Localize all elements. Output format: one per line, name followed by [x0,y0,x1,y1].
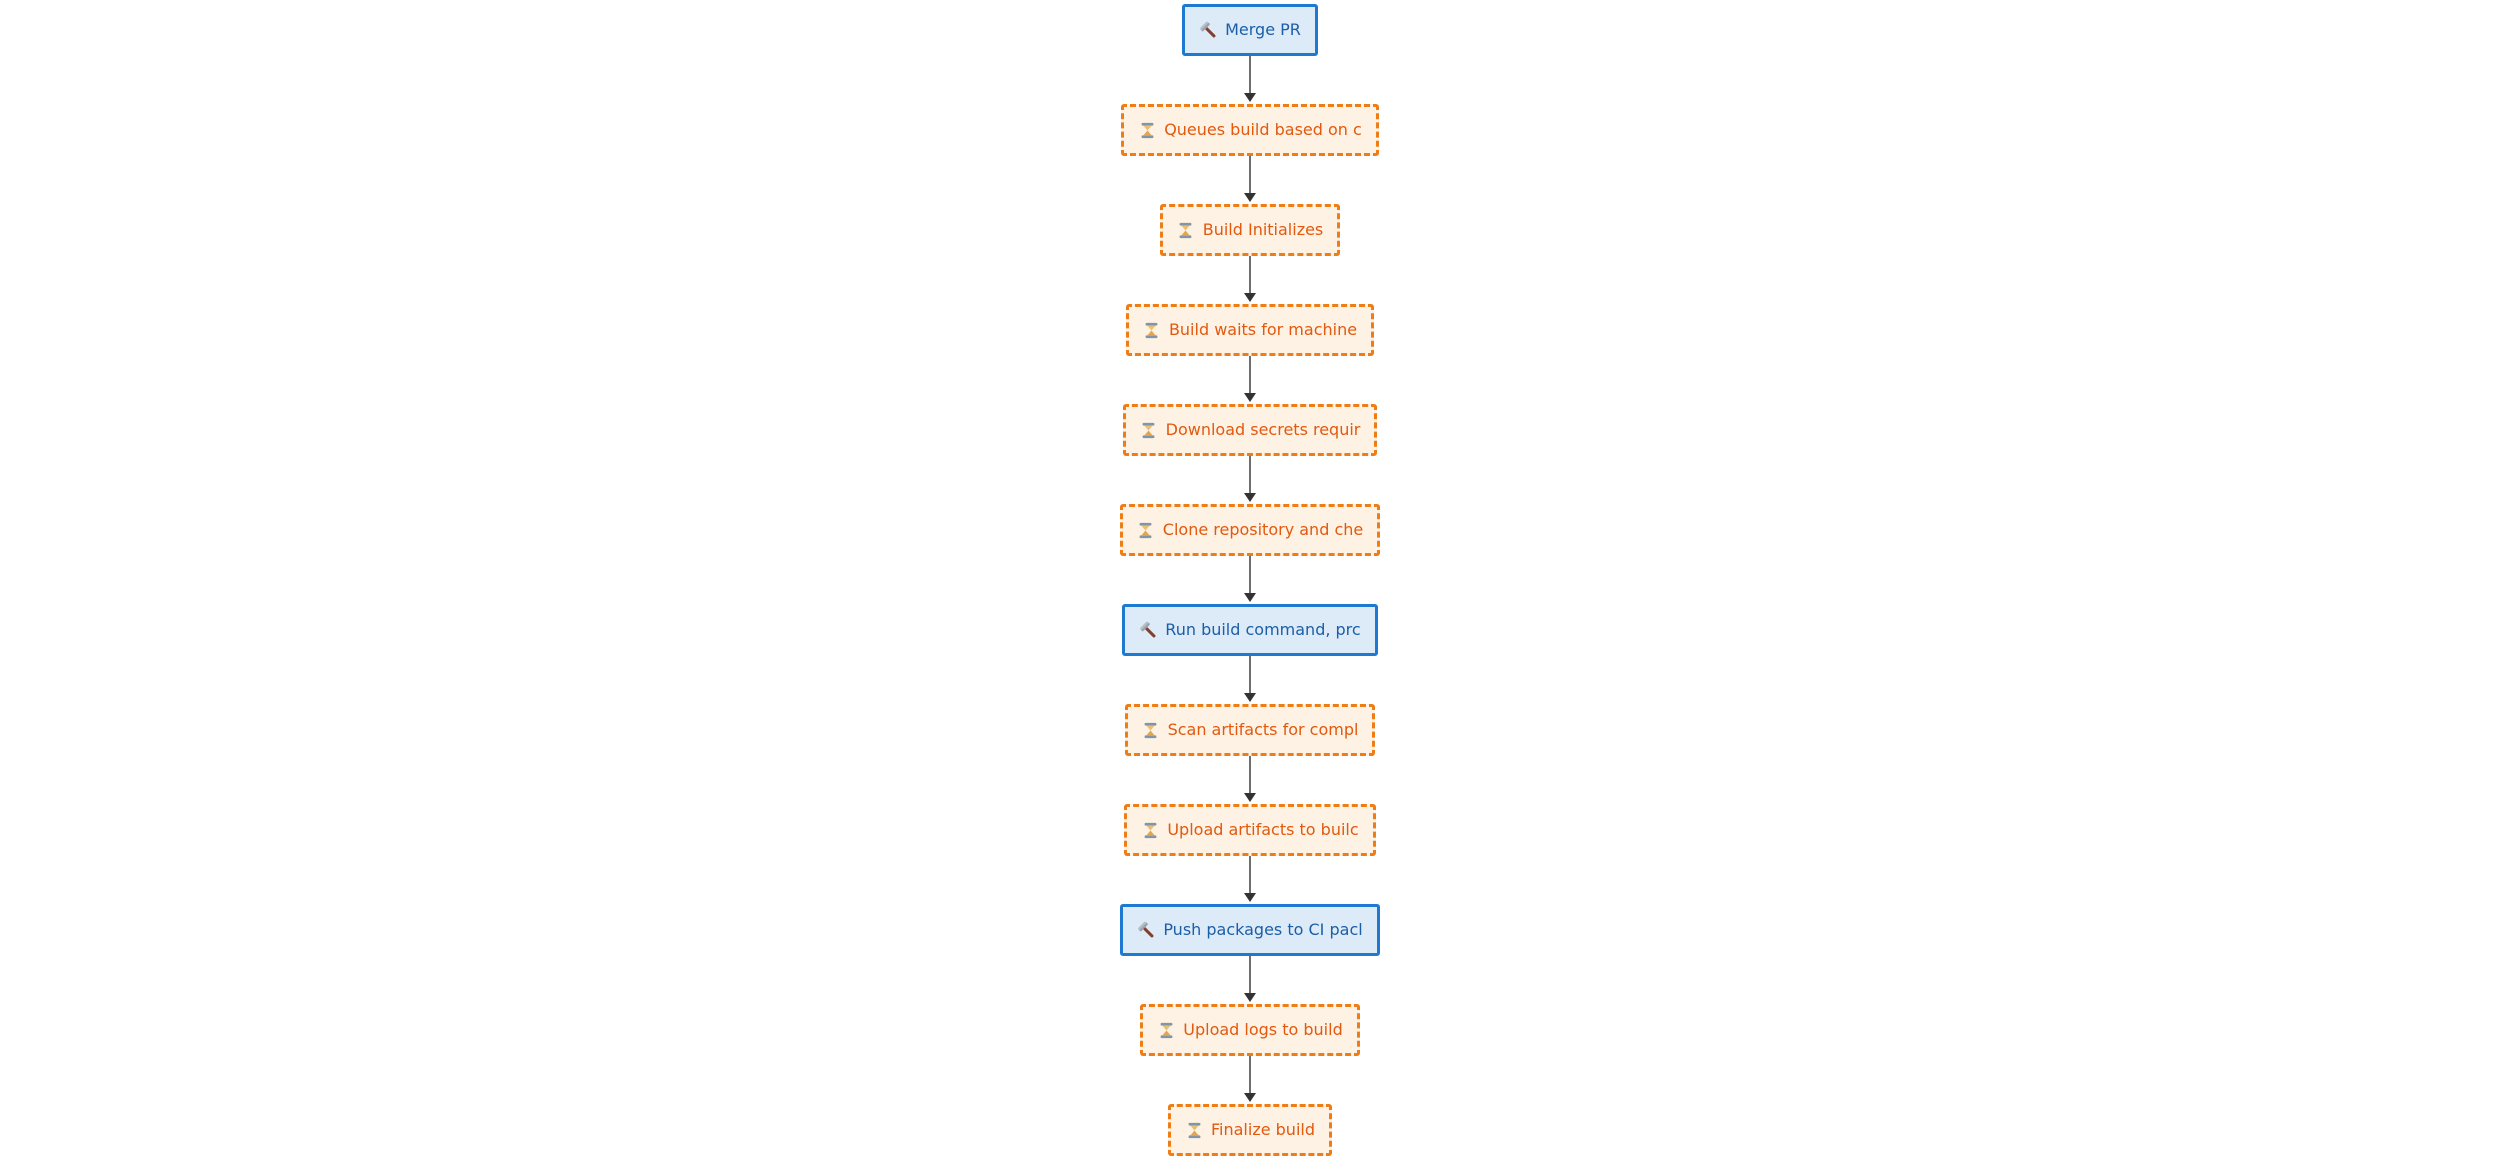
edge-line [1249,556,1251,594]
flow-node-push-packages: Push packages to CI pacl [1120,904,1380,956]
node-label: Merge PR [1225,20,1301,39]
hammer-icon [1139,621,1157,639]
edge-line [1249,56,1251,94]
hourglass-icon [1142,721,1160,739]
flow-edge [1244,556,1256,604]
arrowhead-icon [1244,393,1256,402]
flow-edge [1244,256,1256,304]
node-label: Scan artifacts for compl [1167,720,1359,739]
arrowhead-icon [1244,93,1256,102]
hammer-icon [1199,21,1217,39]
hourglass-icon [1141,821,1159,839]
hourglass-icon [1177,221,1195,239]
hourglass-icon [1140,421,1158,439]
flow-node-finalize-build: Finalize build [1168,1104,1332,1156]
flow-edge [1244,56,1256,104]
arrowhead-icon [1244,993,1256,1002]
edge-line [1249,456,1251,494]
node-label: Push packages to CI pacl [1163,920,1363,939]
arrowhead-icon [1244,493,1256,502]
node-label: Upload artifacts to builc [1167,820,1359,839]
node-label: Build Initializes [1202,220,1324,239]
edge-line [1249,1056,1251,1094]
flow-node-upload-artifacts: Upload artifacts to builc [1124,804,1376,856]
hourglass-icon [1138,121,1156,139]
edge-line [1249,356,1251,394]
arrowhead-icon [1244,593,1256,602]
edge-line [1249,856,1251,894]
flow-node-download-secrets: Download secrets requir [1122,404,1378,456]
arrowhead-icon [1244,693,1256,702]
flow-node-run-build-command: Run build command, prc [1122,604,1378,656]
flow-edge [1244,356,1256,404]
hourglass-icon [1143,321,1161,339]
arrowhead-icon [1244,193,1256,202]
flow-node-build-initializes: Build Initializes [1159,204,1341,256]
flow-node-scan-artifacts: Scan artifacts for compl [1124,704,1376,756]
edge-line [1249,156,1251,194]
edge-line [1249,956,1251,994]
node-label: Download secrets requir [1165,420,1361,439]
arrowhead-icon [1244,893,1256,902]
node-label: Run build command, prc [1165,620,1361,639]
flow-edge [1244,856,1256,904]
node-label: Build waits for machine [1168,320,1358,339]
node-label: Clone repository and che [1162,520,1364,539]
node-label: Finalize build [1211,1120,1315,1139]
flow-node-build-waits: Build waits for machine [1125,304,1375,356]
edge-line [1249,756,1251,794]
flow-edge [1244,756,1256,804]
arrowhead-icon [1244,793,1256,802]
edge-line [1249,656,1251,694]
flow-edge [1244,156,1256,204]
node-label: Upload logs to build [1183,1020,1343,1039]
edge-line [1249,256,1251,294]
hammer-icon [1137,921,1155,939]
hourglass-icon [1137,521,1155,539]
node-label: Queues build based on c [1164,120,1362,139]
flow-node-queues-build: Queues build based on c [1121,104,1379,156]
flow-node-clone-repository: Clone repository and che [1119,504,1381,556]
hourglass-icon [1185,1121,1203,1139]
flow-node-merge-pr: Merge PR [1182,4,1318,56]
flow-edge [1244,656,1256,704]
arrowhead-icon [1244,293,1256,302]
flow-edge [1244,1056,1256,1104]
flow-edge [1244,456,1256,504]
hourglass-icon [1157,1021,1175,1039]
arrowhead-icon [1244,1093,1256,1102]
flow-edge [1244,956,1256,1004]
flow-node-upload-logs: Upload logs to build [1140,1004,1360,1056]
